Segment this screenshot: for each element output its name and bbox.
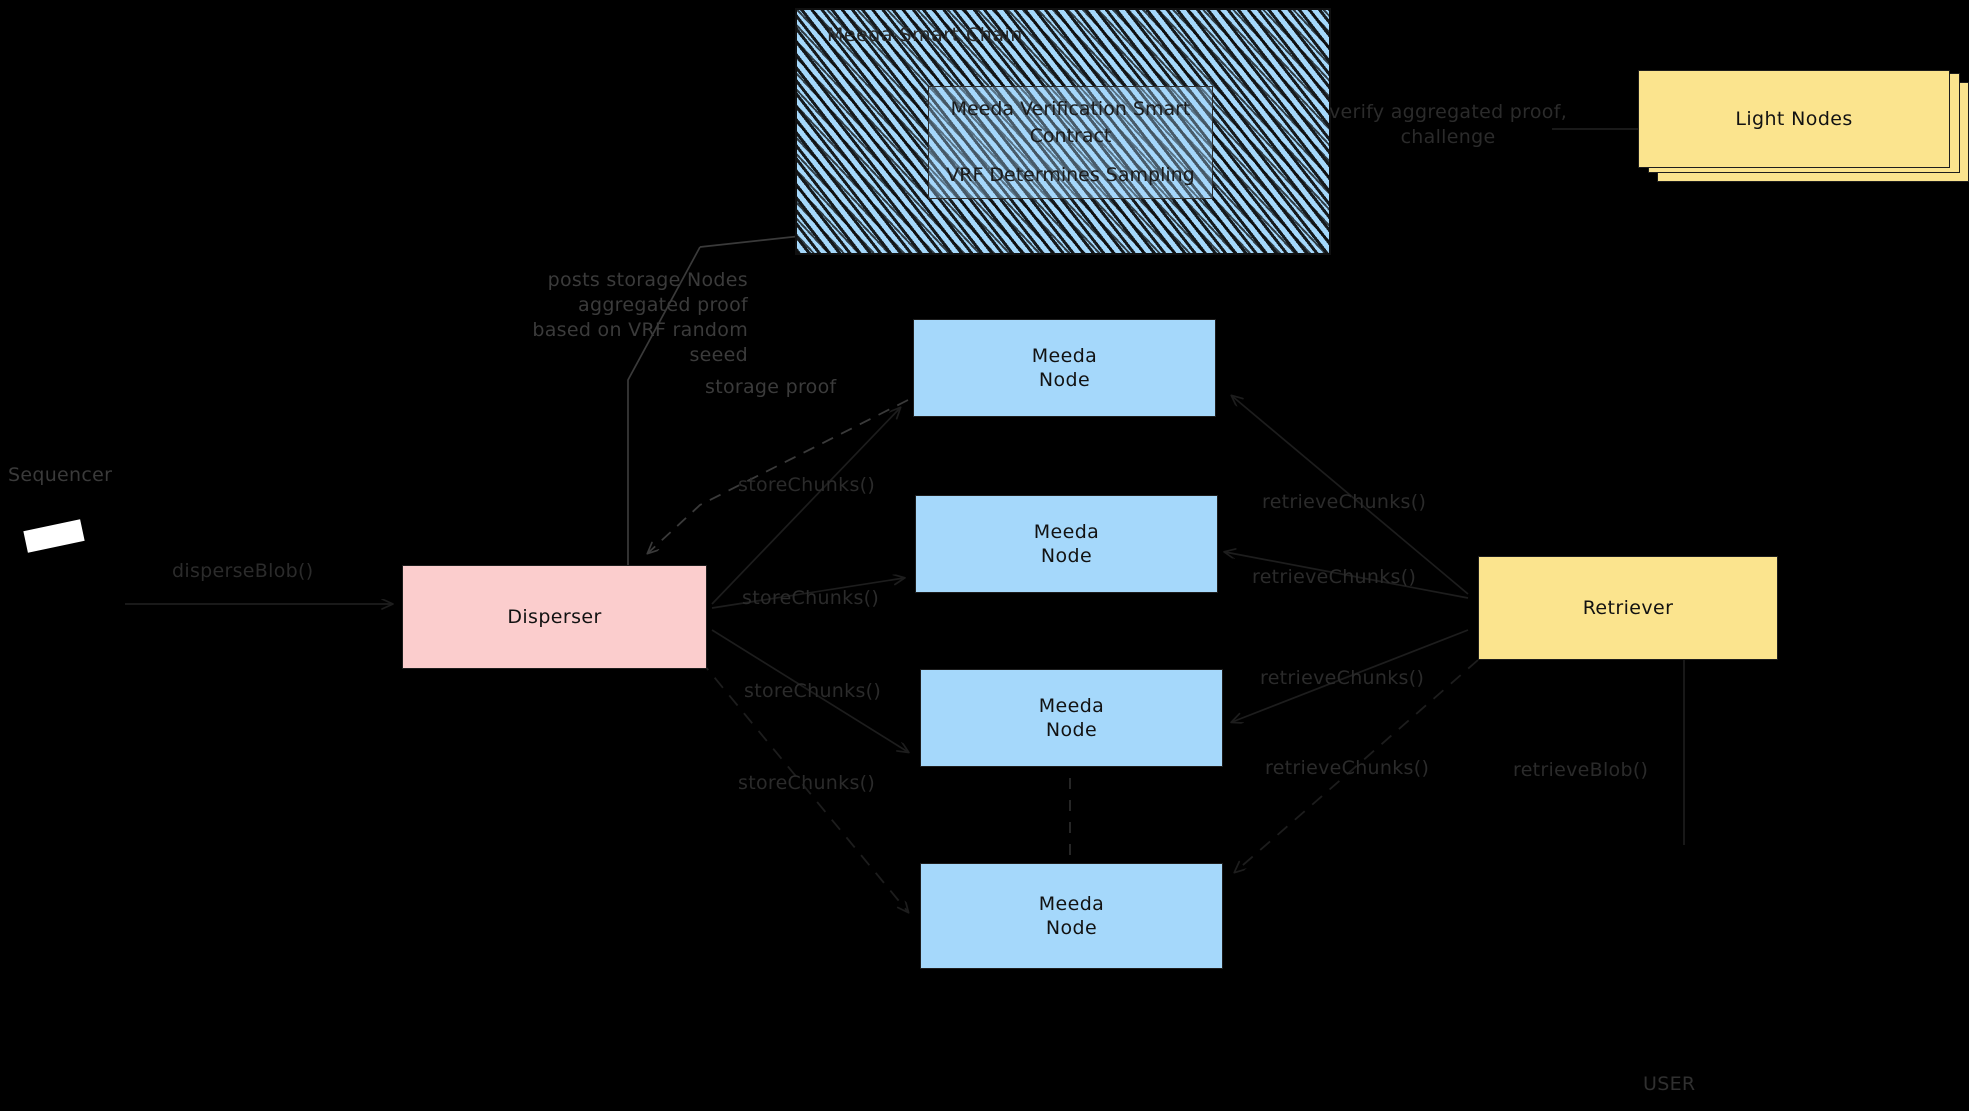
- edge-store-chunks-1: [711, 408, 900, 605]
- meeda-node-3-label: Meeda Node: [1039, 694, 1104, 743]
- meeda-node-4-label: Meeda Node: [1039, 892, 1104, 941]
- user-label: USER: [1643, 1073, 1696, 1095]
- verification-contract-line-1: Meeda Verification Smart: [950, 98, 1191, 121]
- edge-label-posts-aggregated-proof: posts storage Nodes aggregated proof bas…: [532, 269, 748, 367]
- retriever-box[interactable]: Retriever: [1478, 556, 1778, 660]
- meeda-node-2-line1: Meeda: [1033, 520, 1100, 543]
- meeda-smart-chain-label: Meeda Smart Chain: [827, 24, 1023, 46]
- meeda-node-2-label: Meeda Node: [1034, 520, 1099, 569]
- edge-label-store-chunks-2: storeChunks(): [742, 587, 880, 609]
- verification-contract-line-2: Contract: [1029, 125, 1112, 148]
- edge-label-verify-aggregated-proof: verify aggregated proof, challenge: [1328, 101, 1568, 149]
- meeda-node-3[interactable]: Meeda Node: [920, 669, 1223, 767]
- edge-label-retrieve-chunks-1: retrieveChunks(): [1262, 491, 1427, 513]
- edge-label-retrieve-chunks-3: retrieveChunks(): [1260, 667, 1425, 689]
- meeda-node-1-line1: Meeda: [1031, 344, 1098, 367]
- meeda-smart-chain-box[interactable]: Meeda Smart Chain Meeda Verification Sma…: [795, 8, 1331, 255]
- edge-label-store-chunks-1: storeChunks(): [738, 474, 876, 496]
- meeda-node-3-line1: Meeda: [1038, 694, 1105, 717]
- meeda-verification-contract-box[interactable]: Meeda Verification Smart Contract VRF De…: [928, 86, 1213, 199]
- meeda-node-4[interactable]: Meeda Node: [920, 863, 1223, 969]
- meeda-node-4-line1: Meeda: [1038, 892, 1105, 915]
- edge-label-storage-proof: storage proof: [705, 376, 837, 398]
- meeda-node-1-line2: Node: [1038, 369, 1091, 391]
- vrf-sampling-line: VRF Determines Sampling: [946, 163, 1195, 186]
- light-nodes-box[interactable]: Light Nodes: [1638, 70, 1950, 168]
- retriever-label: Retriever: [1582, 596, 1674, 619]
- disperser-box[interactable]: Disperser: [402, 565, 707, 669]
- disperser-label: Disperser: [507, 605, 602, 628]
- meeda-node-1[interactable]: Meeda Node: [913, 319, 1216, 417]
- edge-label-store-chunks-3: storeChunks(): [744, 680, 882, 702]
- light-nodes-label: Light Nodes: [1735, 107, 1853, 130]
- sequencer-marker: [23, 519, 85, 553]
- edge-label-store-chunks-4: storeChunks(): [738, 772, 876, 794]
- meeda-node-1-label: Meeda Node: [1032, 344, 1097, 393]
- meeda-node-4-line2: Node: [1045, 917, 1098, 939]
- meeda-node-2[interactable]: Meeda Node: [915, 495, 1218, 593]
- sequencer-label: Sequencer: [8, 464, 113, 486]
- edge-label-disperse-blob: disperseBlob(): [172, 560, 314, 582]
- meeda-node-3-line2: Node: [1045, 719, 1098, 741]
- edge-label-retrieve-chunks-4: retrieveChunks(): [1265, 757, 1430, 779]
- meeda-node-2-line2: Node: [1040, 545, 1093, 567]
- edge-label-retrieve-chunks-2: retrieveChunks(): [1252, 566, 1417, 588]
- edge-label-retrieve-blob: retrieveBlob(): [1513, 759, 1649, 781]
